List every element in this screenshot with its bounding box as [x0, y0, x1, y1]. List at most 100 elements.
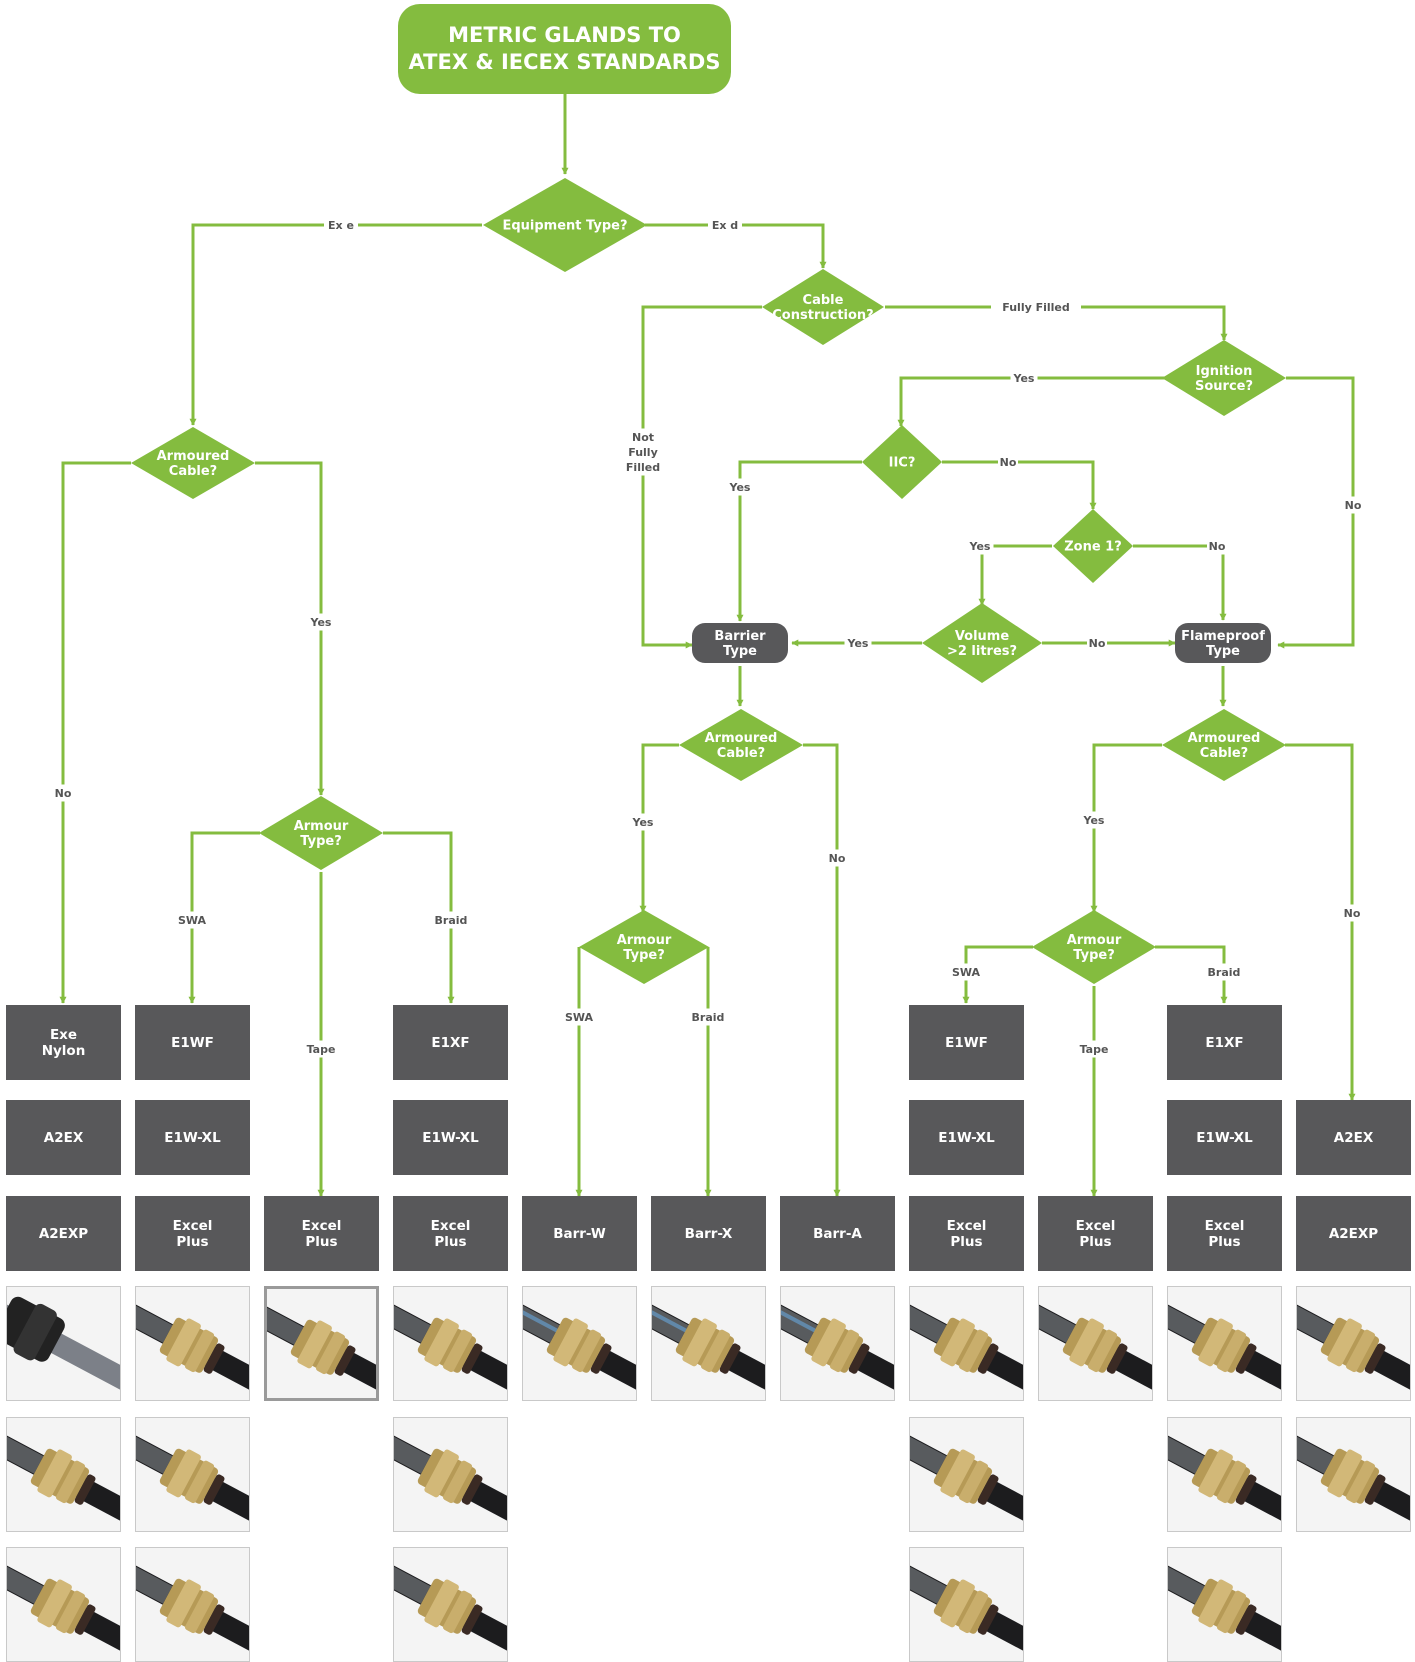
label-exe-bg	[324, 216, 358, 234]
arrow-arm-fl-yes	[1090, 743, 1162, 913]
gland-icon	[267, 1302, 376, 1395]
label-zone-no: No	[1209, 540, 1226, 553]
gland-icon	[136, 1300, 249, 1393]
label-at-left-braid-bg	[430, 911, 472, 929]
cable-gland-photo	[135, 1286, 250, 1401]
cable-gland-photo	[6, 1286, 121, 1401]
arrow-at-fl-braid	[1155, 945, 1228, 1004]
product-box: Barr-X	[651, 1196, 766, 1271]
label-zone-no-bg	[1207, 537, 1227, 555]
product-box: E1WF	[909, 1005, 1024, 1080]
decision-zone1-label: Zone 1?	[1064, 540, 1122, 555]
arrow-arm-bar-no	[803, 743, 841, 1197]
gland-icon	[910, 1561, 1023, 1654]
gland-icon	[781, 1300, 894, 1393]
cable-gland-photo	[393, 1547, 508, 1662]
gland-icon	[523, 1300, 636, 1393]
label-at-fl-tape-bg	[1077, 1040, 1111, 1058]
product-name-line: Plus	[434, 1233, 467, 1250]
gland-icon	[7, 1296, 120, 1393]
label-arm-fl-no-bg	[1342, 904, 1362, 922]
label-arm-fl-no: No	[1344, 907, 1361, 920]
label-volume-no: No	[1089, 637, 1106, 650]
product-name-line: Barr-A	[813, 1225, 862, 1242]
cable-gland-photo	[1296, 1417, 1411, 1532]
decision-volume	[922, 603, 1042, 683]
product-name-line: Barr-X	[684, 1225, 733, 1242]
product-box: A2EXP	[1296, 1196, 1411, 1271]
decision-ignition-source	[1162, 340, 1286, 416]
barrier-type	[692, 623, 788, 663]
arrow-iic-no	[942, 460, 1097, 510]
product-name-line: Excel	[1204, 1217, 1245, 1234]
cable-gland-photo	[6, 1547, 121, 1662]
label-at-left-tape-bg	[304, 1040, 338, 1058]
product-name-line: Plus	[305, 1233, 338, 1250]
gland-icon	[136, 1561, 249, 1654]
title-line-1: METRIC GLANDS TO	[448, 23, 681, 47]
label-not-fully-filled-bg	[619, 428, 667, 476]
cable-gland-photo	[1167, 1417, 1282, 1532]
product-name-line: Nylon	[41, 1042, 86, 1059]
product-name-line: E1W-XL	[1196, 1129, 1253, 1146]
chart-title: METRIC GLANDS TO ATEX & IECEX STANDARDS	[398, 4, 731, 94]
label-arm-bar-no: No	[829, 852, 846, 865]
arrow-arm-left-no	[59, 461, 131, 1004]
arrow-ignition-no	[1277, 376, 1355, 649]
cable-gland-photo	[393, 1286, 508, 1401]
gland-icon	[1168, 1300, 1281, 1393]
label-at-left-tape: Tape	[307, 1043, 336, 1056]
cable-gland-photo	[909, 1286, 1024, 1401]
product-box: E1XF	[1167, 1005, 1282, 1080]
arrow-zone-no	[1133, 544, 1227, 621]
label-ignition-no-bg	[1343, 496, 1363, 514]
cable-gland-photo	[135, 1417, 250, 1532]
product-name-line: Excel	[946, 1217, 987, 1234]
arrow-at-left-braid	[383, 831, 455, 1004]
cable-gland-photo	[909, 1547, 1024, 1662]
label-arm-left-yes-bg	[307, 613, 335, 631]
label-at-left-braid: Braid	[435, 914, 468, 927]
product-box: A2EXP	[6, 1196, 121, 1271]
label-at-fl-braid-bg	[1203, 963, 1245, 981]
product-name-line: Excel	[172, 1217, 213, 1234]
product-box: Barr-W	[522, 1196, 637, 1271]
gland-icon	[1297, 1300, 1410, 1393]
label-fully-filled-bg	[991, 298, 1081, 316]
label-ignition-no: No	[1345, 499, 1362, 512]
cable-gland-photo	[1167, 1286, 1282, 1401]
label-arm-left-no-bg	[53, 784, 73, 802]
cable-gland-photo	[780, 1286, 895, 1401]
gland-icon	[7, 1561, 120, 1654]
product-name-line: E1WF	[171, 1034, 214, 1051]
product-name-line: E1W-XL	[938, 1129, 995, 1146]
label-iic-yes-bg	[726, 478, 754, 496]
gland-icon	[1168, 1561, 1281, 1654]
product-name-line: Barr-W	[553, 1225, 606, 1242]
product-name-line: Exe	[49, 1026, 78, 1043]
label-volume-yes-bg	[844, 634, 872, 652]
product-name-line: Plus	[1079, 1233, 1112, 1250]
label-at-left-swa-bg	[178, 911, 206, 929]
product-name-line: E1XF	[431, 1034, 470, 1051]
decision-armoured-left	[131, 427, 255, 499]
product-name-line: A2EX	[43, 1129, 84, 1146]
gland-icon	[910, 1300, 1023, 1393]
decision-armoured-flame	[1162, 709, 1286, 781]
label-at-bar-swa-bg	[565, 1008, 593, 1026]
cable-gland-photo	[522, 1286, 637, 1401]
product-name-line: Excel	[301, 1217, 342, 1234]
arrow-zone-yes	[978, 544, 1052, 606]
label-ignition-yes: Yes	[1013, 372, 1035, 385]
gland-icon	[1297, 1431, 1410, 1524]
cable-gland-photo	[1296, 1286, 1411, 1401]
product-name-line: E1WF	[945, 1034, 988, 1051]
product-name-line: A2EXP	[1328, 1225, 1379, 1242]
